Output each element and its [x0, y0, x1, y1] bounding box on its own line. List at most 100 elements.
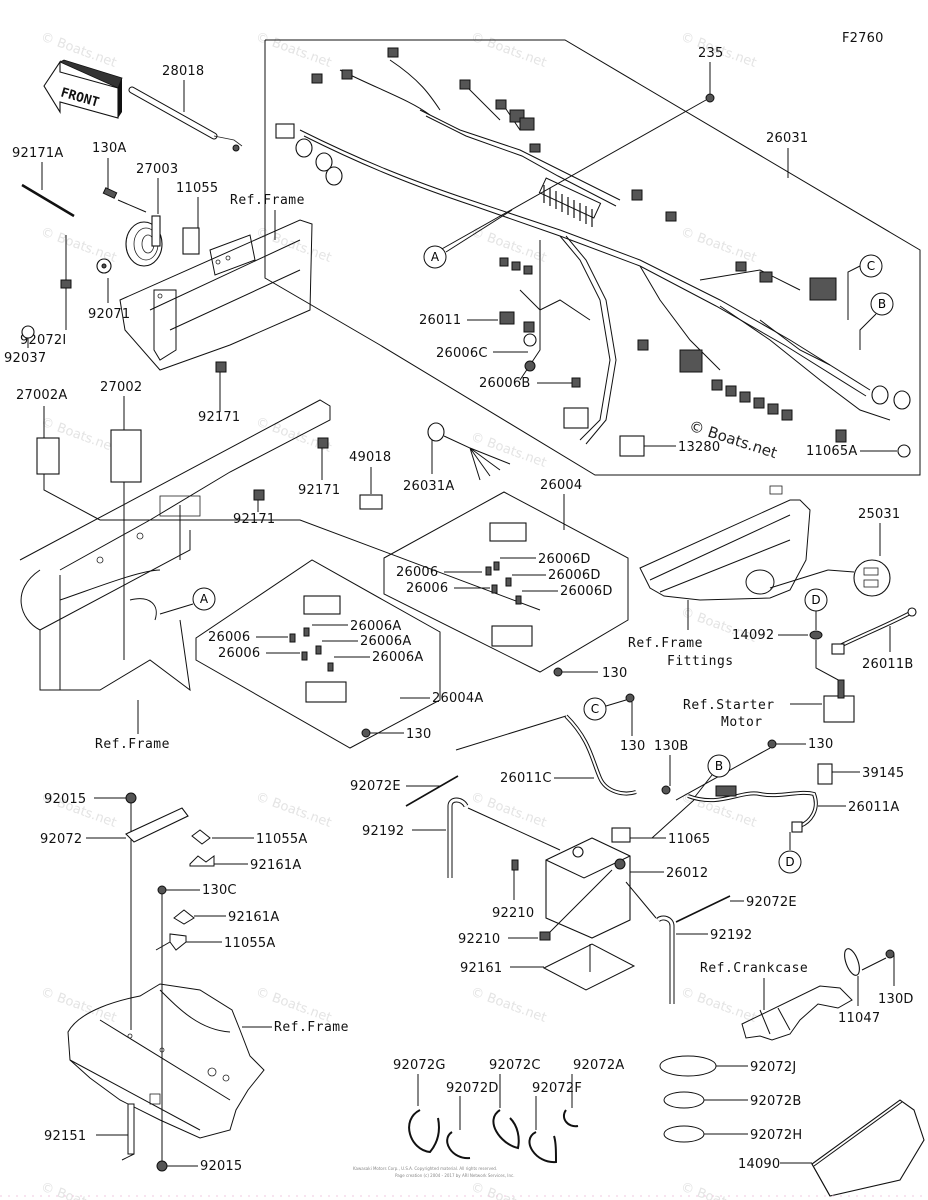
watermark: © Boats.net	[679, 225, 759, 266]
part-label-130-a: 130	[602, 666, 627, 681]
part-label-130-b: 130	[406, 727, 431, 742]
part-label-92210-2: 92210	[458, 932, 500, 947]
rod-28018	[128, 86, 243, 152]
tie-92072E-2	[675, 895, 731, 923]
cap-25031	[853, 559, 891, 597]
svg-text:D: D	[785, 855, 794, 869]
ref-crankcase: Ref.Crankcase	[700, 961, 808, 976]
clamp-92072D	[446, 1131, 471, 1160]
part-label-26006-a2: 26006	[218, 646, 260, 661]
part-label-92072: 92072	[40, 832, 82, 847]
watermark: © Boats.net	[39, 1180, 119, 1200]
part-label-92015-2: 92015	[200, 1159, 242, 1174]
part-label-26011: 26011	[419, 313, 461, 328]
bracket-92072	[125, 807, 189, 843]
part-label-27003: 27003	[136, 162, 178, 177]
nut-92210-1	[511, 859, 519, 871]
frame-section-top	[119, 219, 313, 371]
bracket-11055A-2	[155, 933, 187, 951]
part-label-92192-2: 92192	[710, 928, 752, 943]
watermark: © Boats.net	[469, 30, 549, 71]
cover-39145	[817, 763, 833, 785]
part-label-27002: 27002	[100, 380, 142, 395]
clamp-92072G	[408, 1109, 440, 1154]
starter-relay	[823, 679, 855, 723]
watermarks: © Boats.net © Boats.net © Boats.net © Bo…	[39, 30, 759, 1200]
svg-text:C: C	[867, 259, 875, 273]
part-label-92015-1: 92015	[44, 792, 86, 807]
part-label-26006D-3: 26006D	[560, 584, 613, 599]
svg-text:D: D	[811, 593, 820, 607]
part-label-26006A-1: 26006A	[350, 619, 401, 634]
part-label-26006C: 26006C	[436, 346, 488, 361]
nut-92210-2	[539, 931, 551, 941]
ref-frame-bottom: Ref.Frame	[274, 1020, 349, 1035]
cover-14090	[811, 1099, 925, 1197]
fuse-box-cover-26004	[489, 522, 527, 542]
part-label-26011A: 26011A	[848, 800, 899, 815]
fuse-49018	[359, 494, 383, 510]
crankcase-section	[741, 985, 853, 1041]
tie-92072E-1	[405, 775, 459, 807]
clamp-92072H	[663, 1125, 705, 1143]
watermark: © Boats.net	[679, 985, 759, 1026]
part-label-92072B: 92072B	[750, 1094, 801, 1109]
callout-A-frame: A	[192, 587, 216, 611]
watermark: © Boats.net	[679, 1180, 759, 1200]
part-label-13280: 13280	[678, 440, 720, 455]
part-label-26006A-2: 26006A	[360, 634, 411, 649]
part-label-26006-d1: 26006	[396, 565, 438, 580]
clamp-92072A	[562, 1109, 579, 1128]
bolt-130C	[157, 885, 167, 895]
part-label-130D: 130D	[878, 992, 914, 1007]
part-label-92192-1: 92192	[362, 824, 404, 839]
part-label-92071: 92071	[88, 307, 130, 322]
watermark: © Boats.net	[254, 415, 334, 456]
part-label-26006D-2: 26006D	[548, 568, 601, 583]
part-label-235: 235	[698, 46, 723, 61]
hose-92192-2	[656, 915, 675, 1004]
figure-code: F2760	[842, 31, 884, 46]
fuse-box-group-26004	[383, 491, 629, 673]
clamp-92072J	[659, 1055, 717, 1077]
cable-26011B	[831, 607, 917, 655]
part-label-92072A: 92072A	[573, 1058, 624, 1073]
part-label-49018: 49018	[349, 450, 391, 465]
clip-92171-a	[215, 361, 227, 373]
part-label-28018: 28018	[162, 64, 204, 79]
watermark: © Boats.net	[469, 985, 549, 1026]
callout-D-top: D	[804, 588, 828, 612]
part-label-92161A-1: 92161A	[250, 858, 301, 873]
watermark: © Boats.net	[469, 1180, 549, 1200]
fuse-box-group-26004A	[195, 559, 441, 749]
part-label-92072C: 92072C	[489, 1058, 541, 1073]
callout-A-harness: A	[423, 245, 447, 269]
ref-starter-2: Motor	[721, 715, 763, 730]
part-label-92161A-2: 92161A	[228, 910, 279, 925]
part-label-92072E-2: 92072E	[746, 895, 797, 910]
ref-starter-1: Ref.Starter	[683, 698, 775, 713]
clamp-92072F	[528, 1131, 558, 1164]
watermark: © Boats.net	[254, 225, 334, 266]
clip-92171-b	[253, 489, 265, 501]
nut-92015-2	[156, 1160, 168, 1172]
bracket-13280	[619, 435, 645, 457]
part-label-11055A-1: 11055A	[256, 832, 307, 847]
part-label-92171A: 92171A	[12, 146, 63, 161]
clip-11055A-1	[191, 829, 211, 845]
watermark: © Boats.net	[254, 30, 334, 71]
part-label-92151: 92151	[44, 1129, 86, 1144]
cable-26011C	[564, 714, 637, 796]
svg-text:B: B	[878, 297, 886, 311]
bolt-130-d	[767, 739, 777, 749]
part-label-26004: 26004	[540, 478, 582, 493]
part-label-11055: 11055	[176, 181, 218, 196]
frame-section-bottom	[67, 983, 265, 1139]
cable-26011A	[687, 785, 818, 833]
part-label-26006-a1: 26006	[208, 630, 250, 645]
part-label-26011C: 26011C	[500, 771, 552, 786]
part-label-92037: 92037	[4, 351, 46, 366]
watermark: © Boats.net	[469, 430, 549, 471]
part-label-130C: 130C	[202, 883, 237, 898]
footer-copyright: Kawasaki Motors Corp., U.S.A. Copyrighte…	[353, 1166, 497, 1171]
